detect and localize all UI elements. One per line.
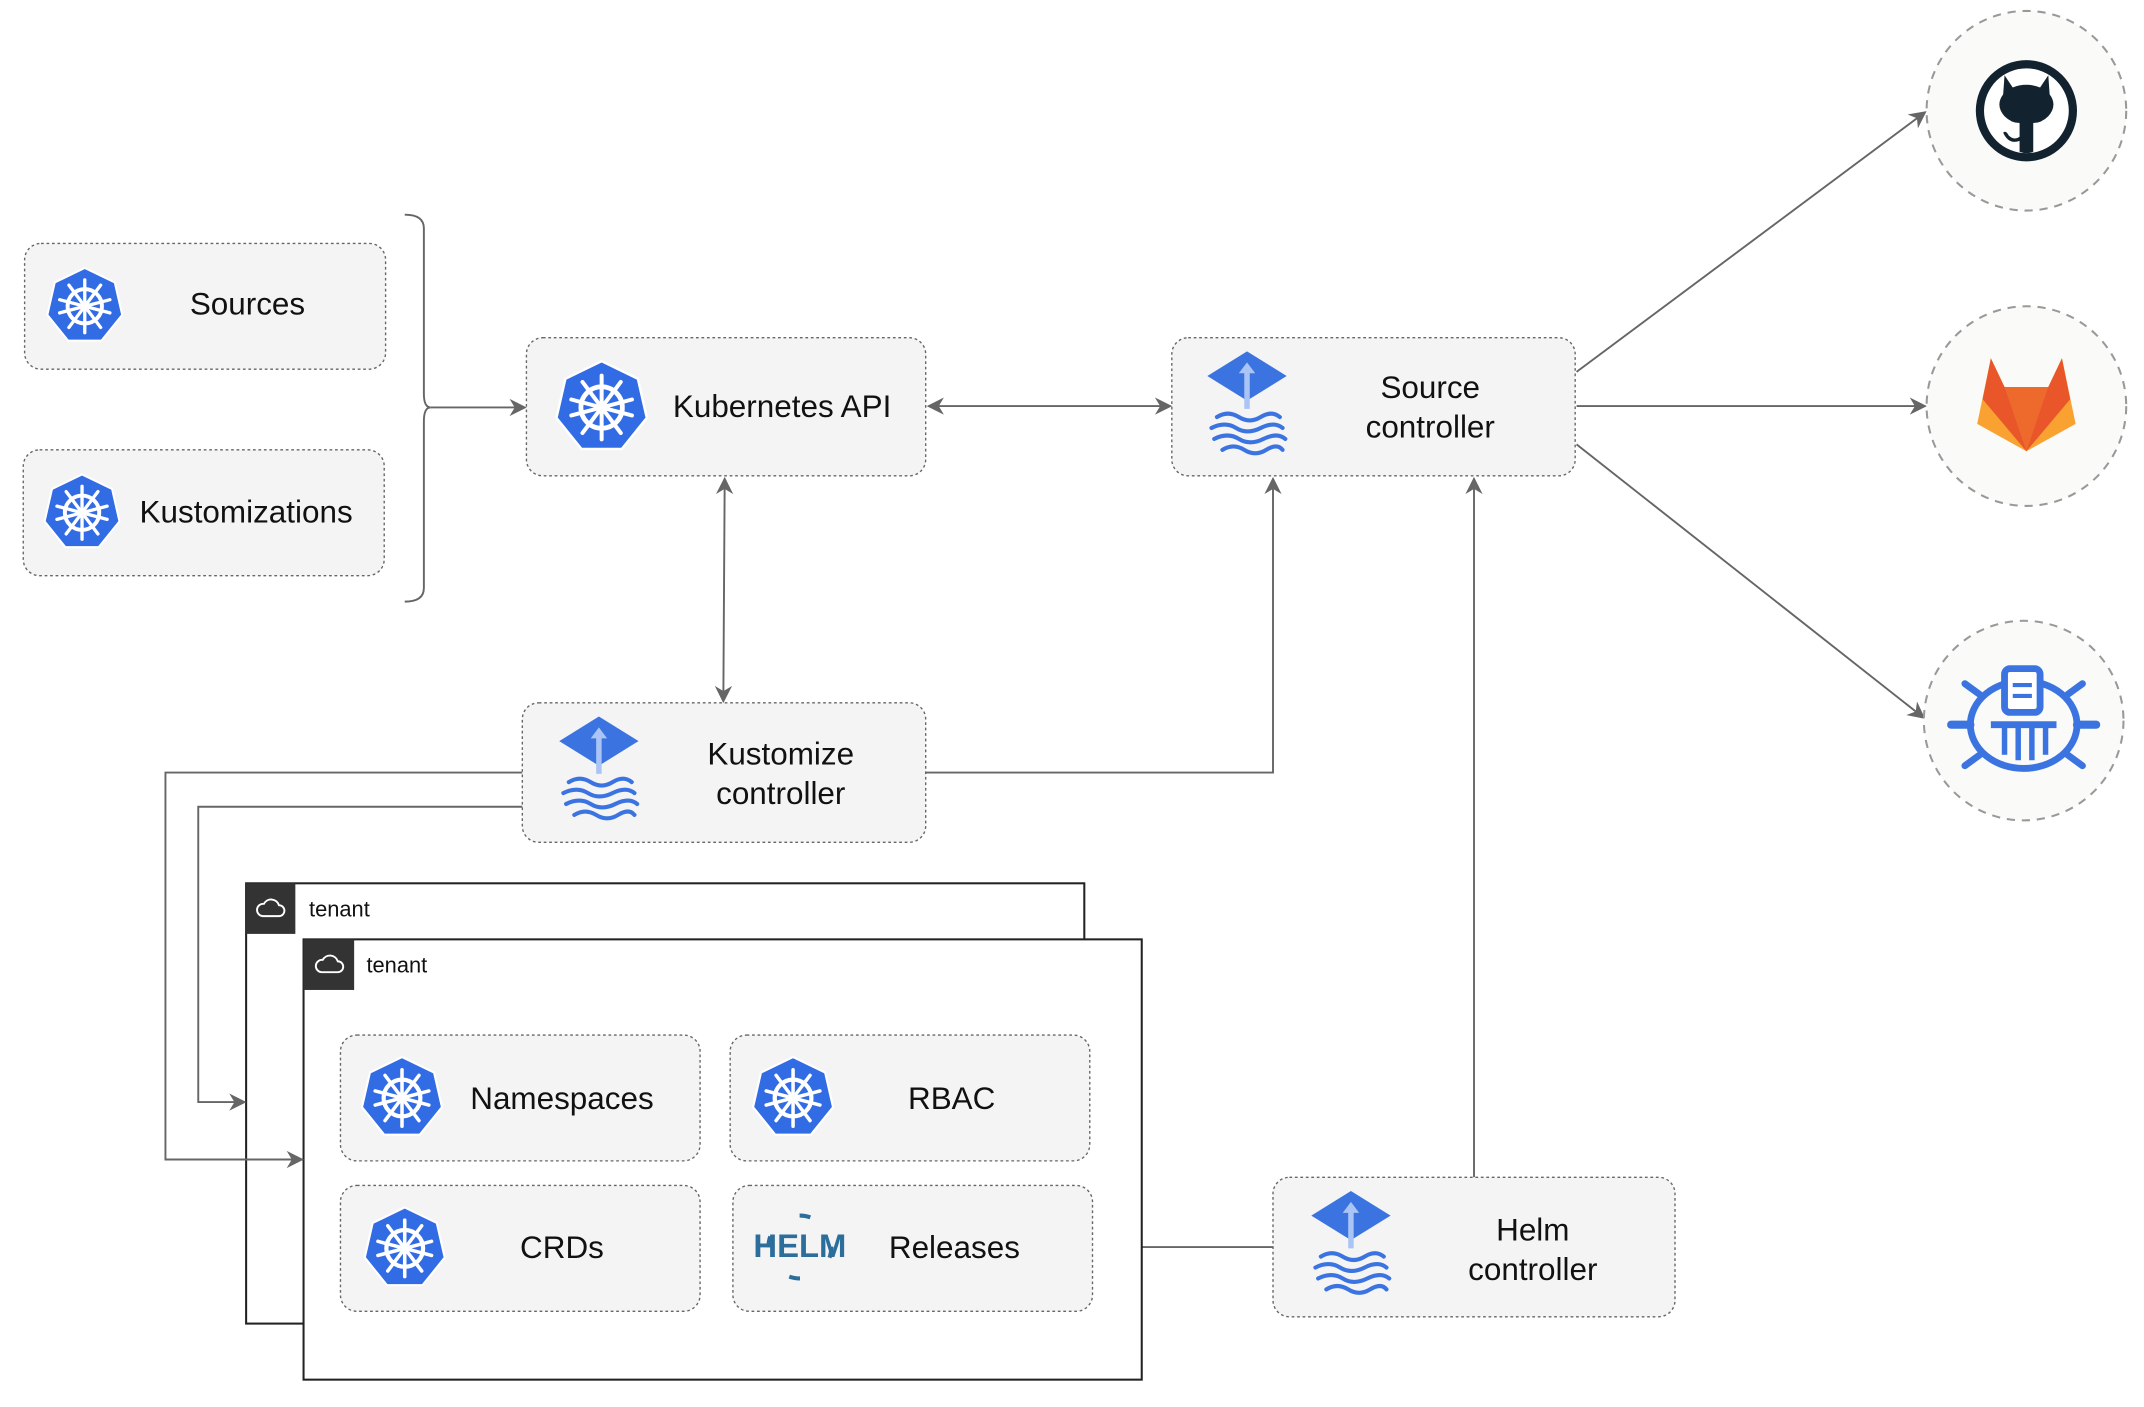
node-label: controller: [1366, 410, 1495, 445]
github-icon: [1975, 60, 2077, 162]
node-kubernetes-api[interactable]: Kubernetes API: [525, 337, 927, 477]
svg-text:HELM: HELM: [753, 1227, 846, 1264]
edge-kustomize-to-tenant-front: [164, 771, 523, 1169]
external-github[interactable]: [1925, 9, 2128, 212]
node-label: controller: [1468, 1252, 1597, 1287]
edge-source-to-github: [1575, 111, 1927, 373]
node-label: controller: [716, 776, 845, 811]
external-bucket[interactable]: [1922, 619, 2125, 822]
node-releases[interactable]: HELM Releases: [732, 1184, 1094, 1312]
node-label: Namespaces: [470, 1081, 653, 1116]
node-label: RBAC: [908, 1081, 995, 1116]
node-crds[interactable]: CRDs: [339, 1184, 701, 1312]
tenant-label: tenant: [309, 896, 370, 921]
edge-kustomize-to-tenant-back: [197, 805, 523, 1111]
node-label: Source: [1380, 370, 1480, 405]
node-label: Kustomizations: [140, 494, 353, 529]
node-label: Releases: [889, 1230, 1020, 1265]
node-kustomizations[interactable]: Kustomizations: [22, 449, 385, 577]
helm-icon: HELM: [753, 1213, 846, 1281]
node-rbac[interactable]: RBAC: [729, 1034, 1091, 1162]
gitlab-icon: [1977, 358, 2076, 452]
node-namespaces[interactable]: Namespaces: [339, 1034, 701, 1162]
node-source-controller[interactable]: Source controller: [1171, 337, 1576, 477]
node-sources[interactable]: Sources: [23, 242, 387, 370]
edge-kustomize-to-source: [925, 476, 1282, 774]
node-label: Kubernetes API: [673, 389, 891, 424]
node-label: Helm: [1496, 1212, 1569, 1247]
external-gitlab[interactable]: [1925, 305, 2128, 507]
edge-api-kustomize: [714, 476, 734, 704]
node-label: Sources: [190, 287, 305, 322]
node-label: Kustomize: [707, 736, 854, 771]
node-label: CRDs: [520, 1230, 604, 1265]
node-kustomize-controller[interactable]: Kustomize controller: [521, 702, 927, 843]
group-brace: [404, 213, 431, 603]
bucket-icon: [1947, 665, 2101, 772]
node-helm-controller[interactable]: Helm controller: [1272, 1176, 1676, 1318]
tenant-label: tenant: [366, 952, 427, 977]
edge-source-to-bucket: [1575, 443, 1926, 719]
